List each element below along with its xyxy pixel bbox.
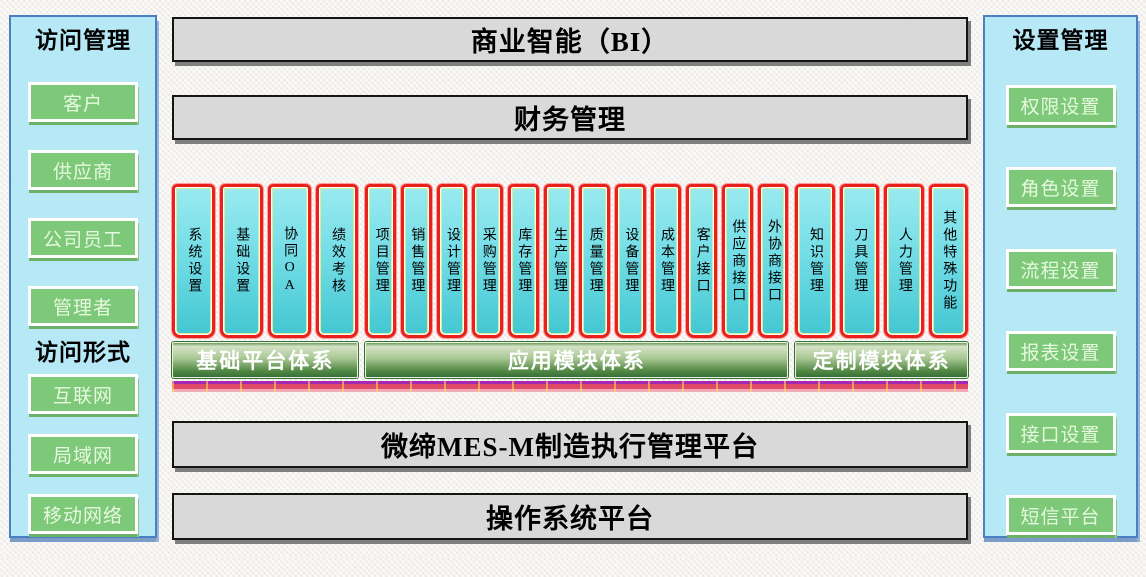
settings-button: 流程设置 xyxy=(1005,249,1116,289)
module-columns: 知识管理 刀具管理 人力管理 其他特殊功能 xyxy=(795,184,968,338)
access-user-button: 客户 xyxy=(28,82,138,122)
module-column-label: 项目管理 xyxy=(373,227,389,295)
module-column-label: 其他特殊功能 xyxy=(941,210,957,312)
access-form-title: 访问形式 xyxy=(35,340,131,365)
module-column: 刀具管理 xyxy=(839,184,880,338)
module-column: 供应商接口 xyxy=(721,184,753,338)
os-platform-bar: 操作系统平台 xyxy=(172,493,968,540)
module-column: 销售管理 xyxy=(401,184,432,338)
module-column-label: 客户接口 xyxy=(694,227,710,295)
module-column: 知识管理 xyxy=(795,184,835,338)
module-column: 设备管理 xyxy=(615,184,646,338)
module-column-label: 基础设置 xyxy=(234,227,250,295)
decorative-red-stripe xyxy=(172,381,968,392)
access-form-button: 局域网 xyxy=(28,434,138,474)
module-column-label: 刀具管理 xyxy=(852,227,868,295)
module-column: 采购管理 xyxy=(472,184,504,338)
module-column-label: 绩效考核 xyxy=(330,227,345,295)
module-column-label: 设计管理 xyxy=(445,227,461,295)
access-user-list: 客户供应商公司员工管理者 xyxy=(11,82,155,354)
access-form-button: 移动网络 xyxy=(28,494,138,534)
mes-architecture-diagram: { "left_sidebar": { "access_title": "访问管… xyxy=(0,0,1146,558)
module-column: 生产管理 xyxy=(543,184,575,338)
module-column: 绩效考核 xyxy=(315,184,359,338)
access-user-button: 供应商 xyxy=(28,150,138,190)
module-columns: 项目管理 销售管理 设计管理 采购管理 库存管理 生产管理 质量管理 设备管理 成本管理 客户接口… xyxy=(365,184,789,338)
module-column-label: 质量管理 xyxy=(587,227,603,295)
module-column: 库存管理 xyxy=(508,184,539,338)
module-column-label: 销售管理 xyxy=(409,227,425,295)
module-column-label: 外协商接口 xyxy=(765,218,781,304)
module-column: 成本管理 xyxy=(650,184,682,338)
finance-management-bar: 财务管理 xyxy=(172,95,968,140)
module-column: 外协商接口 xyxy=(757,184,789,338)
settings-button: 接口设置 xyxy=(1005,413,1116,453)
module-column-label: 知识管理 xyxy=(807,227,823,295)
access-management-panel: 访问管理 客户供应商公司员工管理者 访问形式 互联网局域网移动网络 xyxy=(9,15,157,538)
module-column: 系统设置 xyxy=(172,184,215,338)
access-management-title: 访问管理 xyxy=(35,28,131,53)
module-column: 项目管理 xyxy=(365,184,397,338)
module-column-label: 生产管理 xyxy=(552,227,568,295)
module-group: 系统设置 基础设置 协同OA 绩效考核基础平台体系 xyxy=(172,184,359,378)
module-column-label: 设备管理 xyxy=(623,227,639,295)
settings-button: 报表设置 xyxy=(1005,331,1116,371)
module-column-label: 采购管理 xyxy=(480,227,496,295)
business-intelligence-bar: 商业智能（BI） xyxy=(172,17,968,62)
module-column-label: 库存管理 xyxy=(516,227,532,295)
module-column: 设计管理 xyxy=(436,184,468,338)
module-column-label: 成本管理 xyxy=(658,227,674,295)
module-column-label: 协同OA xyxy=(282,226,298,296)
access-form-list: 互联网局域网移动网络 xyxy=(11,374,155,554)
module-group: 项目管理 销售管理 设计管理 采购管理 库存管理 生产管理 质量管理 设备管理 成本管理 客户接口… xyxy=(365,184,789,378)
module-column: 基础设置 xyxy=(219,184,263,338)
access-user-button: 管理者 xyxy=(28,286,138,326)
settings-button: 角色设置 xyxy=(1005,167,1116,207)
module-column: 其他特殊功能 xyxy=(928,184,968,338)
settings-management-panel: 设置管理 权限设置角色设置流程设置报表设置接口设置短信平台 xyxy=(983,15,1138,538)
module-column: 质量管理 xyxy=(579,184,610,338)
module-groups: 系统设置 基础设置 协同OA 绩效考核基础平台体系 项目管理 销售管理 设计管理 采购管理 库存… xyxy=(172,184,968,378)
module-column-label: 人力管理 xyxy=(896,227,912,295)
module-columns: 系统设置 基础设置 协同OA 绩效考核 xyxy=(172,184,359,338)
settings-list: 权限设置角色设置流程设置报表设置接口设置短信平台 xyxy=(985,85,1136,577)
module-group-bar: 应用模块体系 xyxy=(365,342,789,378)
mes-platform-bar: 微缔MES-M制造执行管理平台 xyxy=(172,421,968,468)
module-group: 知识管理 刀具管理 人力管理 其他特殊功能定制模块体系 xyxy=(795,184,968,378)
module-column: 人力管理 xyxy=(884,184,924,338)
module-group-bar: 基础平台体系 xyxy=(172,342,359,378)
module-column: 协同OA xyxy=(267,184,311,338)
module-column-label: 系统设置 xyxy=(186,227,202,295)
module-column: 客户接口 xyxy=(686,184,717,338)
module-group-bar: 定制模块体系 xyxy=(795,342,968,378)
access-form-button: 互联网 xyxy=(28,374,138,414)
settings-management-title: 设置管理 xyxy=(1012,28,1109,53)
settings-button: 权限设置 xyxy=(1005,85,1116,125)
settings-button: 短信平台 xyxy=(1005,495,1116,535)
module-column-label: 供应商接口 xyxy=(730,218,746,304)
access-user-button: 公司员工 xyxy=(28,218,138,258)
module-area: 系统设置 基础设置 协同OA 绩效考核基础平台体系 项目管理 销售管理 设计管理 采购管理 库存… xyxy=(172,184,968,392)
